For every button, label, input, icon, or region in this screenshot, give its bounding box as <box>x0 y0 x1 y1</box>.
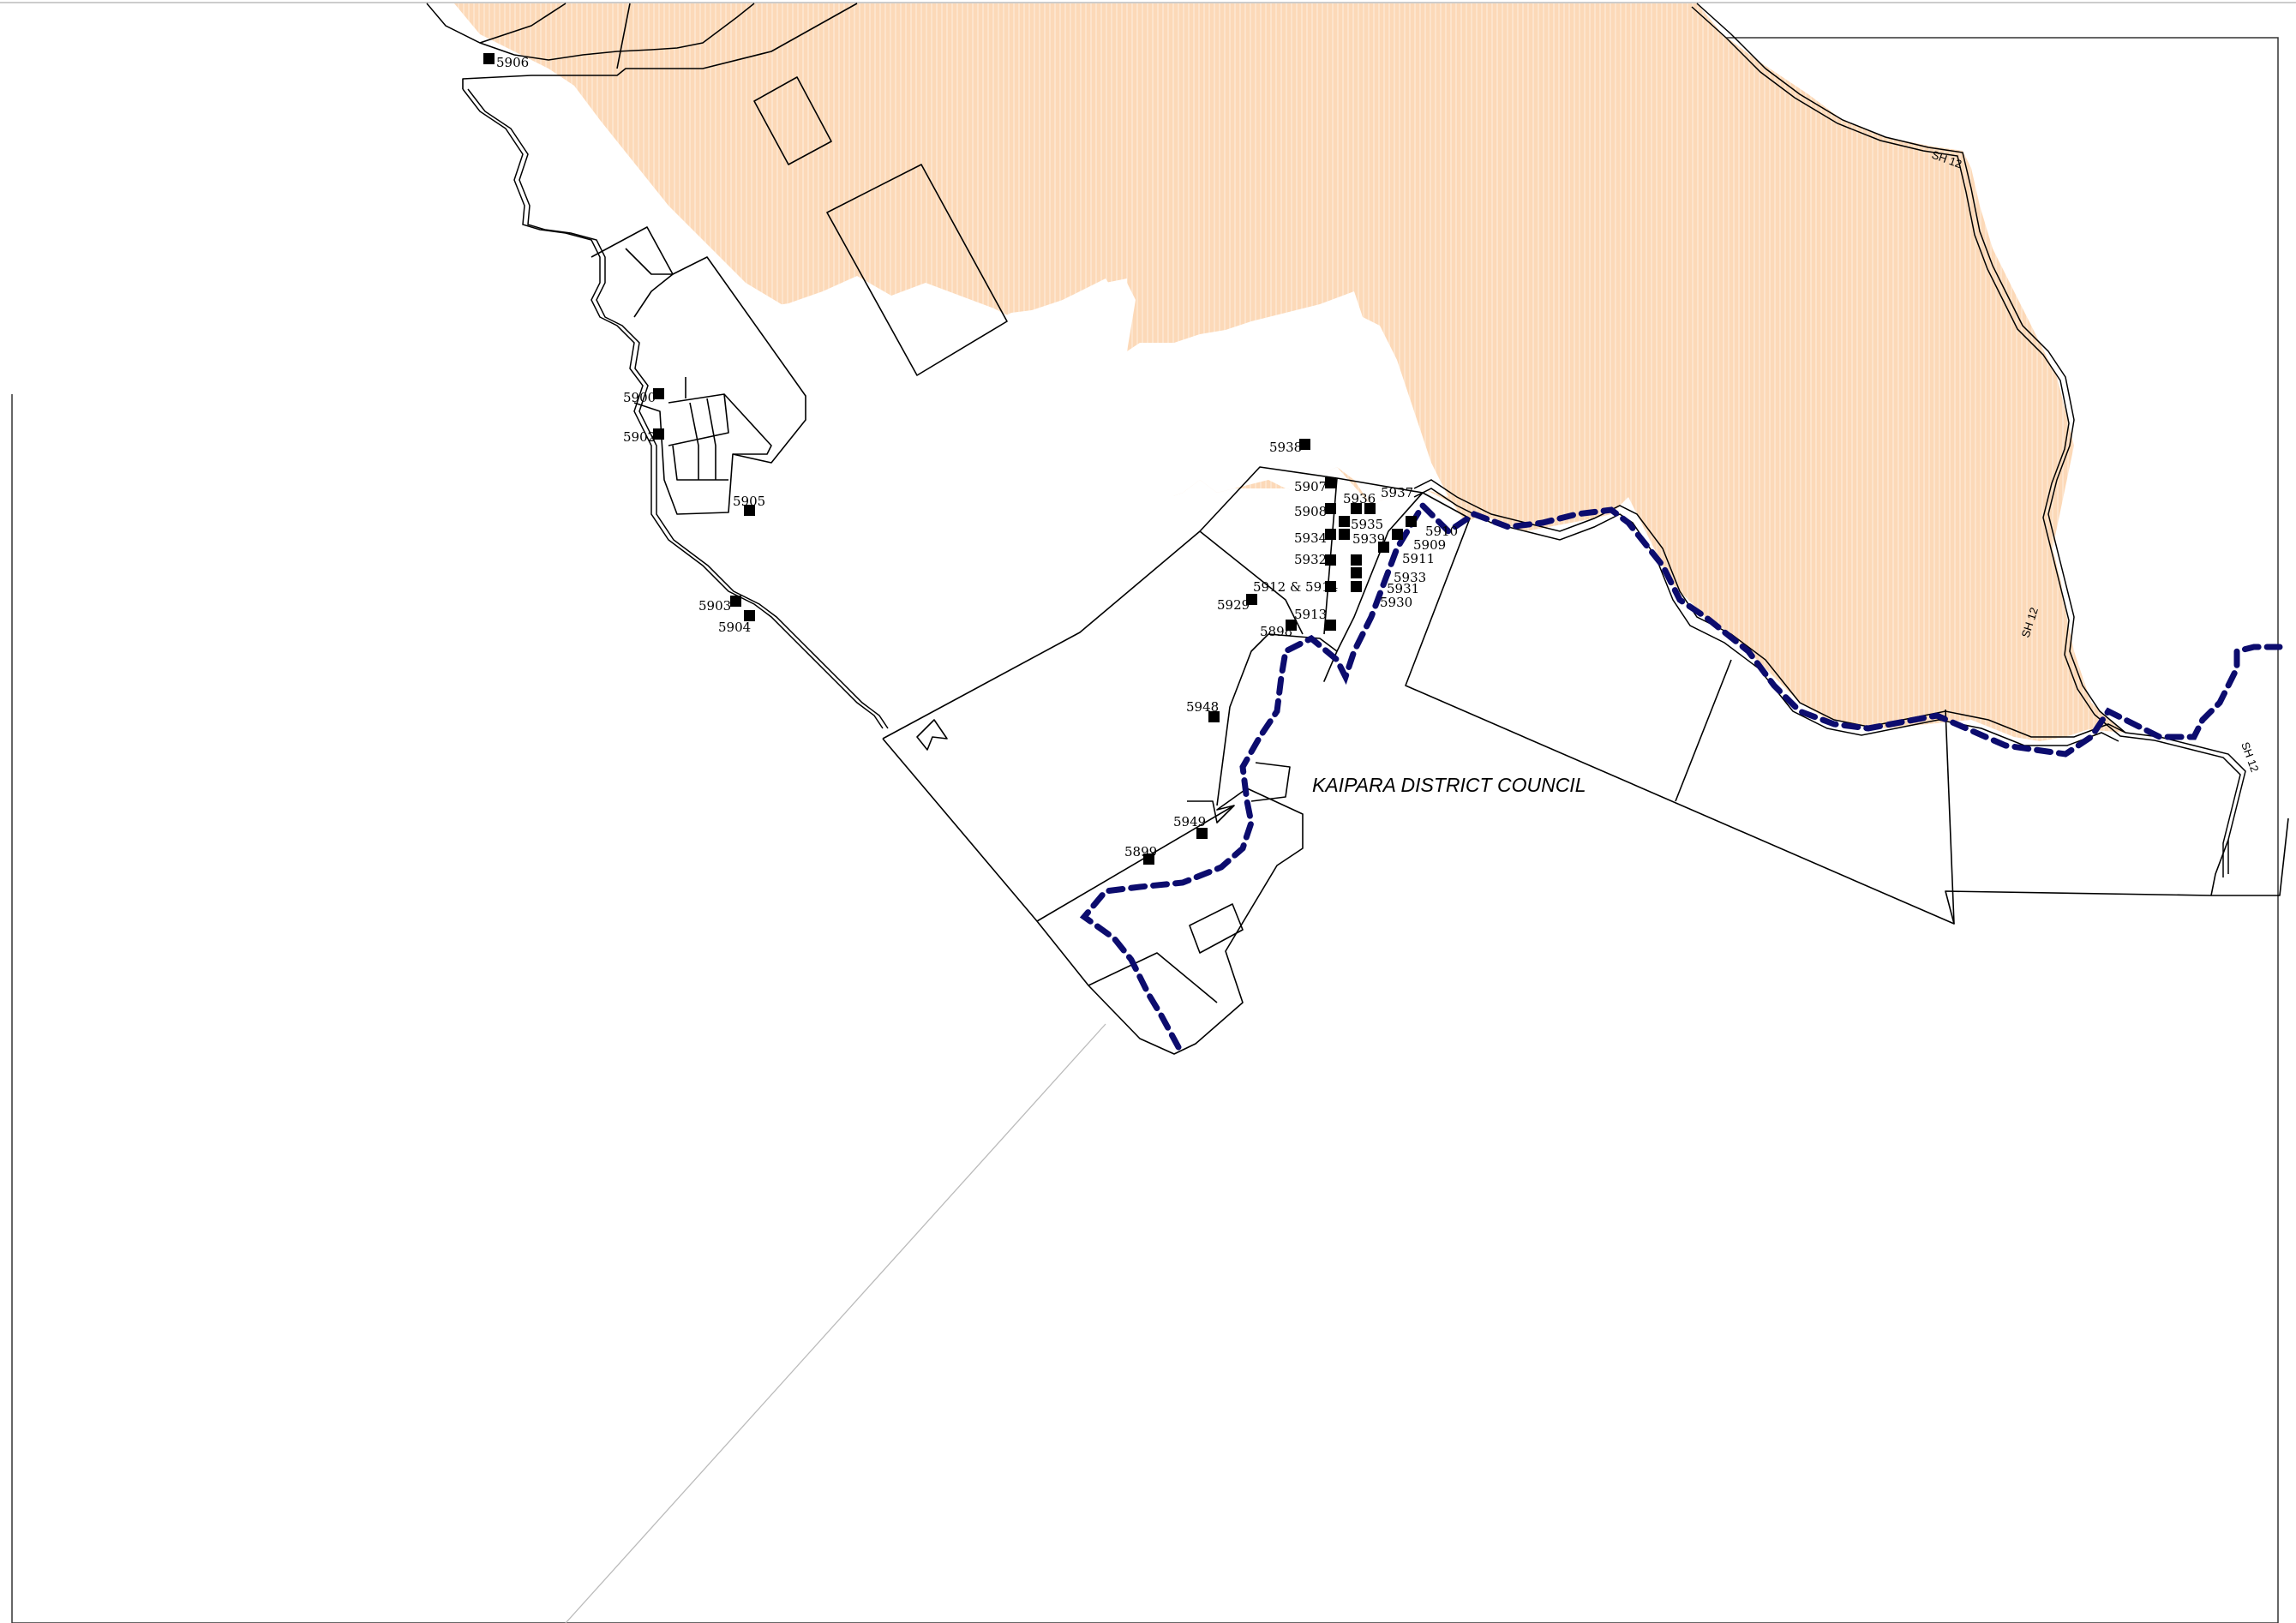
site-marker[interactable] <box>1351 567 1362 578</box>
site-marker[interactable] <box>1325 503 1336 514</box>
site-label: 5907 <box>1294 479 1327 494</box>
site-marker[interactable] <box>1351 554 1362 566</box>
site-label: 5911 <box>1402 551 1435 566</box>
site-marker[interactable] <box>1299 439 1310 450</box>
site-marker[interactable] <box>1325 477 1336 488</box>
site-marker[interactable] <box>1208 711 1220 722</box>
site-label: 5934 <box>1294 530 1327 546</box>
site-label: 5904 <box>718 620 751 635</box>
site-label: 5910 <box>1425 524 1458 539</box>
site-marker[interactable] <box>1325 581 1336 592</box>
site-label: 5903 <box>698 598 731 614</box>
coastline-west <box>462 88 884 729</box>
coastline-east <box>1696 3 2246 874</box>
parcel-island <box>1250 762 1291 802</box>
parcel-west-cluster-5 <box>672 445 728 481</box>
site-label: 5905 <box>733 494 765 509</box>
site-marker[interactable] <box>1339 529 1350 540</box>
site-label: 5938 <box>1269 440 1302 455</box>
site-label: 5939 <box>1352 531 1385 547</box>
zone-left-edge <box>0 3 1123 394</box>
site-label: 5900 <box>623 390 656 405</box>
site-marker[interactable] <box>1246 594 1257 605</box>
site-label: 5929 <box>1217 597 1250 613</box>
site-marker[interactable] <box>730 596 741 607</box>
site-marker[interactable] <box>1378 542 1389 553</box>
site-marker[interactable] <box>653 428 664 440</box>
parcel-river-strip <box>1216 492 1424 806</box>
parcel-east <box>1945 817 2289 925</box>
site-label: 5937 <box>1381 485 1413 500</box>
site-labels: 5906 5900 5902 5905 5903 5904 5938 5907 … <box>496 55 1458 859</box>
site-marker[interactable] <box>1286 620 1297 631</box>
site-label: 5908 <box>1294 504 1327 519</box>
site-label: 5930 <box>1380 595 1412 610</box>
parcel-small-white <box>916 719 948 751</box>
parcel-west-cluster-3 <box>668 393 729 446</box>
parcel-north-3 <box>616 3 631 69</box>
site-marker[interactable] <box>483 53 495 64</box>
coastline-east-inner <box>1691 6 2241 877</box>
parcel-south-2 <box>1187 800 1235 823</box>
site-label: 5948 <box>1186 699 1219 715</box>
council-label: KAIPARA DISTRICT COUNCIL <box>1312 774 1586 796</box>
coastline-northwest <box>426 3 755 61</box>
parcel-rect-2 <box>826 164 1008 376</box>
parcel-south-rect <box>1189 903 1244 954</box>
parcel-rect-1 <box>753 76 832 165</box>
site-label: 5909 <box>1413 537 1446 553</box>
site-marker[interactable] <box>1351 503 1362 514</box>
site-label: 5932 <box>1294 552 1327 567</box>
parcel-east-2 <box>2210 839 2229 896</box>
parcel-west-cluster-6 <box>689 402 699 480</box>
site-label: 5931 <box>1387 581 1419 596</box>
site-marker[interactable] <box>1143 853 1154 865</box>
parcel-north <box>462 3 858 89</box>
site-marker[interactable] <box>1339 516 1350 527</box>
site-marker[interactable] <box>1392 529 1403 540</box>
site-label: 5936 <box>1343 491 1376 506</box>
parcel-central-big <box>882 466 1955 925</box>
site-markers <box>483 53 1417 865</box>
site-label: 5899 <box>1124 844 1157 859</box>
parcel-central-div-3 <box>1675 659 1732 802</box>
district-boundary <box>1079 500 2283 1051</box>
site-label: 5935 <box>1351 517 1383 532</box>
parcel-south-3 <box>1088 952 1218 1003</box>
site-marker[interactable] <box>1364 503 1376 514</box>
site-label: 5933 <box>1394 570 1426 585</box>
site-marker[interactable] <box>1406 516 1417 527</box>
parcel-west-cluster-2 <box>625 248 674 318</box>
site-marker[interactable] <box>1325 529 1336 540</box>
harbour-water-2 <box>1097 291 1448 506</box>
parcel-west-cluster-4 <box>723 393 772 455</box>
site-marker[interactable] <box>653 388 664 399</box>
coastline-west-inner <box>467 88 889 729</box>
site-label: 5949 <box>1173 814 1206 829</box>
site-label: 5902 <box>623 429 656 445</box>
site-label: 5913 <box>1294 607 1327 622</box>
site-marker[interactable] <box>1325 620 1336 631</box>
river-bank-inner <box>1413 488 2119 746</box>
parcel-west-cluster-7 <box>706 398 716 480</box>
site-marker[interactable] <box>744 505 755 516</box>
site-label: 5912 & 5914 <box>1253 579 1338 595</box>
lease-line <box>565 1023 1106 1623</box>
site-label: 5898 <box>1260 624 1292 639</box>
parcel-south <box>882 738 1304 1055</box>
site-marker[interactable] <box>1325 554 1336 566</box>
site-marker[interactable] <box>1196 828 1208 839</box>
site-marker[interactable] <box>1351 581 1362 592</box>
site-label: 5906 <box>496 55 529 70</box>
site-marker[interactable] <box>744 610 755 621</box>
parcel-central-div <box>1199 530 1304 635</box>
parcel-north-2 <box>479 3 567 44</box>
